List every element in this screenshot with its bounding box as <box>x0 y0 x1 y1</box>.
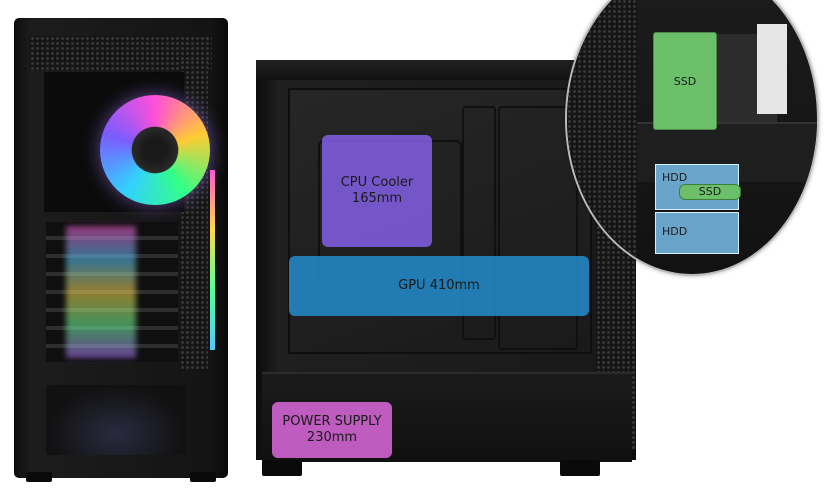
zoom-bracket <box>757 24 787 114</box>
rgb-glow <box>66 226 136 358</box>
power-supply-clearance-label: POWER SUPPLY 230mm <box>272 402 392 458</box>
case-foot <box>560 460 600 476</box>
ssd-top-label: SSD <box>673 75 697 88</box>
hdd-top-label: HDD <box>662 171 688 184</box>
case-foot <box>26 472 52 482</box>
case-foot <box>190 472 216 482</box>
fan-hub <box>128 123 182 177</box>
cpu-cooler-clearance-label: CPU Cooler 165mm <box>322 135 432 247</box>
case-foot <box>262 460 302 476</box>
ssd-bay-small-label: SSD <box>679 184 741 200</box>
hdd-bay-bottom: HDD <box>655 212 739 254</box>
hdd-bottom-label: HDD <box>662 225 688 238</box>
rgb-strip <box>210 170 215 350</box>
left-psu-bay <box>46 385 186 455</box>
zoom-mesh <box>567 0 637 274</box>
drive-bay-zoom-circle: SSD HDD SSD HDD <box>565 0 819 276</box>
ssd-mount-top: SSD <box>653 32 717 130</box>
right-top-panel <box>256 60 636 80</box>
cable-cutout <box>462 106 496 340</box>
gpu-clearance-label: GPU 410mm <box>289 256 589 316</box>
